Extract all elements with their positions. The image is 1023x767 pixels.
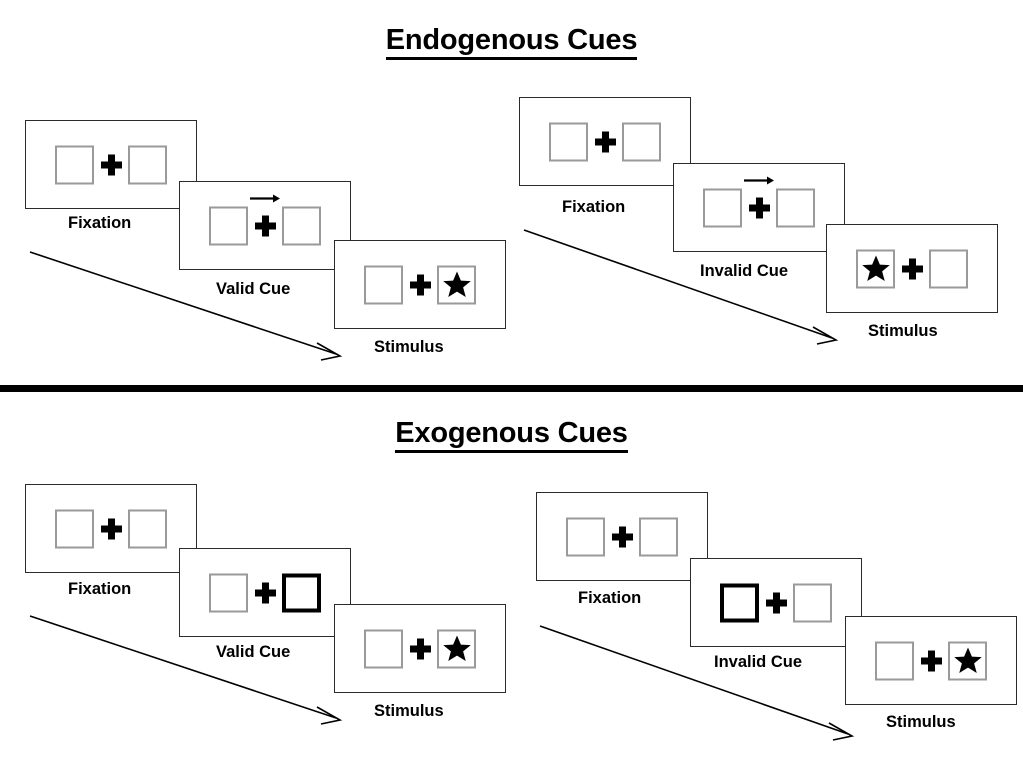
caption-exogenous-valid-fixation: Fixation bbox=[68, 580, 132, 598]
trial-frame-exogenous-valid-fixation bbox=[25, 484, 197, 573]
caption-endogenous-invalid-stimulus: Stimulus bbox=[868, 322, 938, 340]
trial-frame-endogenous-valid-fixation bbox=[25, 120, 197, 209]
fixation-cross-icon bbox=[248, 573, 282, 612]
caption-exogenous-valid-cue: Valid Cue bbox=[216, 643, 291, 661]
placeholder-box-left bbox=[703, 188, 742, 227]
trial-frame-endogenous-valid-cue bbox=[179, 181, 351, 270]
fixation-cross-icon bbox=[895, 249, 929, 288]
fixation-cross-icon bbox=[914, 641, 948, 680]
placeholder-box-right bbox=[776, 188, 815, 227]
placeholder-box-right bbox=[639, 517, 678, 556]
star-target-icon bbox=[442, 271, 471, 297]
trial-frame-endogenous-invalid-fixation bbox=[519, 97, 691, 186]
right-arrow-cue-icon bbox=[250, 194, 280, 202]
section-divider bbox=[0, 385, 1023, 392]
caption-exogenous-invalid-stimulus: Stimulus bbox=[886, 713, 956, 731]
section-title-exogenous: Exogenous Cues bbox=[0, 417, 1023, 453]
cue-box-right bbox=[282, 573, 321, 612]
section-title-exogenous-text: Exogenous Cues bbox=[395, 417, 628, 453]
placeholder-box-left bbox=[364, 265, 403, 304]
placeholder-box-right bbox=[622, 122, 661, 161]
placeholder-box-right bbox=[282, 206, 321, 245]
trial-frame-exogenous-invalid-stimulus bbox=[845, 616, 1017, 705]
cue-box-left bbox=[720, 583, 759, 622]
trial-frame-exogenous-valid-stimulus bbox=[334, 604, 506, 693]
star-target-icon bbox=[953, 647, 982, 673]
placeholder-box-right bbox=[793, 583, 832, 622]
caption-endogenous-valid-cue: Valid Cue bbox=[216, 280, 291, 298]
trial-frame-exogenous-invalid-fixation bbox=[536, 492, 708, 581]
fixation-cross-icon bbox=[759, 583, 793, 622]
trial-frame-endogenous-invalid-stimulus bbox=[826, 224, 998, 313]
target-box-right bbox=[437, 629, 476, 668]
section-title-endogenous-text: Endogenous Cues bbox=[385, 24, 637, 60]
trial-frame-exogenous-valid-cue bbox=[179, 548, 351, 637]
placeholder-box-left bbox=[364, 629, 403, 668]
caption-endogenous-valid-stimulus: Stimulus bbox=[374, 338, 444, 356]
right-arrow-cue-icon bbox=[744, 176, 774, 184]
placeholder-box-left bbox=[209, 573, 248, 612]
placeholder-box-left bbox=[566, 517, 605, 556]
fixation-cross-icon bbox=[248, 194, 282, 245]
fixation-cross-icon bbox=[403, 629, 437, 668]
trial-frame-endogenous-valid-stimulus bbox=[334, 240, 506, 329]
trial-frame-exogenous-invalid-cue bbox=[690, 558, 862, 647]
target-box-left bbox=[856, 249, 895, 288]
fixation-cross-icon bbox=[94, 509, 128, 548]
target-box-right bbox=[948, 641, 987, 680]
star-target-icon bbox=[861, 255, 890, 281]
caption-endogenous-invalid-fixation: Fixation bbox=[562, 198, 626, 216]
caption-exogenous-valid-stimulus: Stimulus bbox=[374, 702, 444, 720]
placeholder-box-left bbox=[209, 206, 248, 245]
section-title-endogenous: Endogenous Cues bbox=[0, 24, 1023, 60]
placeholder-box-left bbox=[875, 641, 914, 680]
star-target-icon bbox=[442, 635, 471, 661]
placeholder-box-left bbox=[549, 122, 588, 161]
fixation-cross-icon bbox=[605, 517, 639, 556]
fixation-cross-icon bbox=[94, 145, 128, 184]
target-box-right bbox=[437, 265, 476, 304]
caption-endogenous-valid-fixation: Fixation bbox=[68, 214, 132, 232]
placeholder-box-right bbox=[128, 509, 167, 548]
placeholder-box-left bbox=[55, 145, 94, 184]
caption-endogenous-invalid-cue: Invalid Cue bbox=[700, 262, 789, 280]
caption-exogenous-invalid-cue: Invalid Cue bbox=[714, 653, 803, 671]
caption-exogenous-invalid-fixation: Fixation bbox=[578, 589, 642, 607]
placeholder-box-left bbox=[55, 509, 94, 548]
placeholder-box-right bbox=[128, 145, 167, 184]
placeholder-box-right bbox=[929, 249, 968, 288]
fixation-cross-icon bbox=[742, 176, 776, 227]
trial-frame-endogenous-invalid-cue bbox=[673, 163, 845, 252]
fixation-cross-icon bbox=[588, 122, 622, 161]
fixation-cross-icon bbox=[403, 265, 437, 304]
